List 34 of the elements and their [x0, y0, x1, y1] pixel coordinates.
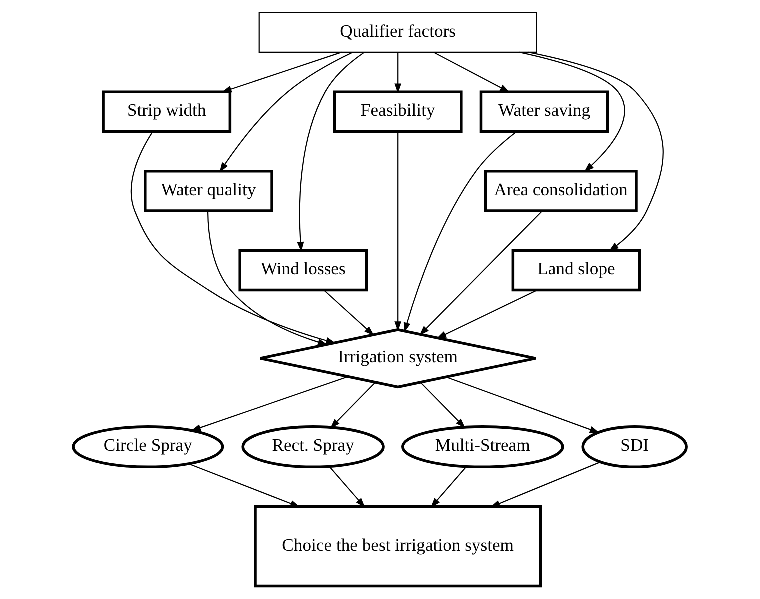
node-box: Choice the best irrigation system	[254, 506, 542, 588]
arrow	[519, 52, 626, 172]
node-ellipse: Multi-Stream	[402, 426, 564, 469]
node-box: Wind losses	[238, 249, 368, 292]
arrow	[420, 210, 543, 336]
arrow	[324, 290, 374, 336]
arrow	[490, 462, 601, 508]
arrow	[430, 466, 467, 508]
arrow	[394, 132, 402, 332]
node-box: Strip width	[102, 90, 232, 134]
node-box: Water saving	[480, 90, 610, 134]
arrow	[436, 290, 538, 339]
arrow	[329, 466, 366, 508]
node-diamond: Irrigation system	[259, 328, 538, 389]
arrow	[207, 211, 328, 346]
arrow	[528, 52, 664, 252]
arrow	[434, 52, 510, 93]
node-box: Water quality	[144, 170, 274, 212]
arrow	[130, 132, 336, 344]
arrow	[394, 52, 402, 94]
arrow	[404, 131, 518, 333]
arrow	[420, 382, 466, 428]
arrow	[446, 376, 600, 434]
node-box: Land slope	[512, 249, 642, 292]
node-box: Feasibility	[333, 90, 463, 134]
arrow	[191, 376, 348, 432]
node-box: Area consolidation	[484, 170, 638, 212]
arrow	[222, 52, 342, 93]
arrow	[330, 382, 376, 429]
arrow	[297, 52, 365, 252]
node-box: Qualifier factors	[258, 12, 538, 53]
node-ellipse: Rect. Spray	[242, 426, 385, 469]
arrow	[188, 464, 300, 508]
arrow	[220, 52, 353, 173]
